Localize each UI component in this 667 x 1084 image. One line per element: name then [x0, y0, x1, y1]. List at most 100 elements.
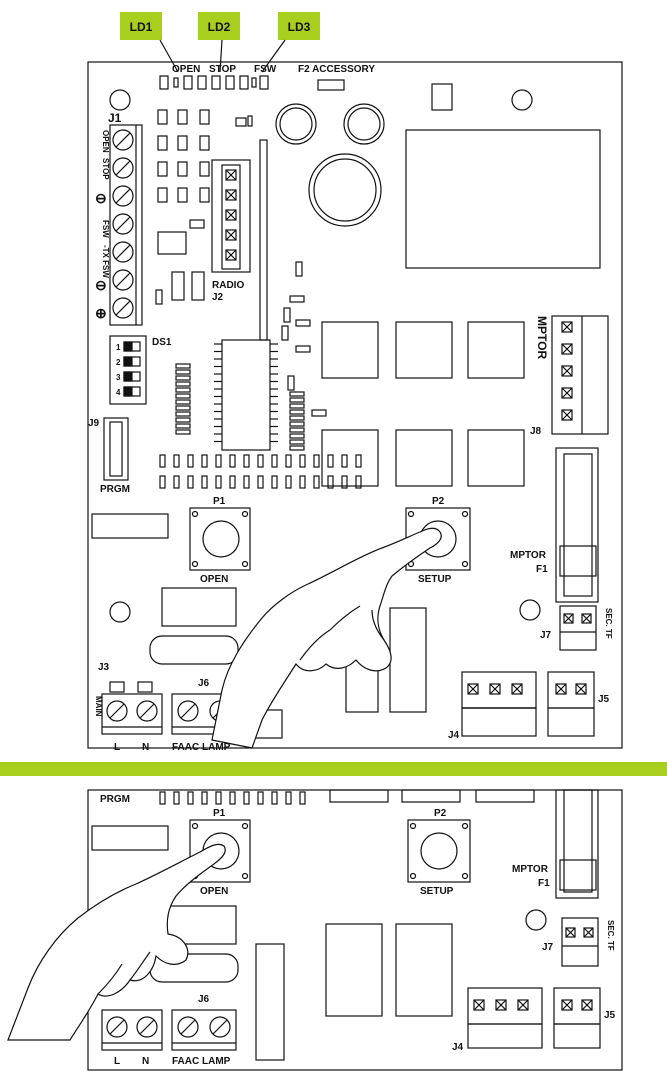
transformer	[405, 129, 601, 269]
screw-terminal	[177, 700, 199, 722]
component-box	[255, 943, 285, 1061]
ld2-label: LD2	[208, 20, 231, 34]
mount-hole	[511, 89, 533, 111]
j7-sec-tf-label-bottom: SEC. TF	[606, 920, 615, 951]
j1-pin-tx-fsw: -TX FSW	[101, 245, 110, 278]
terminal-x	[555, 683, 567, 695]
j3-pin-l: L	[114, 742, 120, 753]
j9-label: J9	[88, 418, 100, 429]
screw-terminal	[112, 129, 134, 151]
hand-pressing-p2	[211, 527, 442, 749]
terminal-x	[495, 999, 507, 1011]
j8-label: J8	[530, 426, 542, 437]
terminal-x	[225, 209, 237, 221]
resistor-arrays	[175, 363, 305, 451]
label-stop-top: STOP	[209, 64, 236, 75]
relays	[321, 321, 525, 487]
terminal-x	[563, 613, 574, 624]
led-tag-ld2: LD2	[198, 12, 240, 73]
j8-mptor-label: MPTOR	[535, 316, 549, 359]
led-tag-ld3: LD3	[261, 12, 320, 73]
terminal-x	[511, 683, 523, 695]
fuse-mptor-label: MPTOR	[510, 550, 547, 561]
j6-faac-lamp-label: FAAC LAMP	[172, 742, 231, 753]
terminal-x	[225, 229, 237, 241]
j3-terminal-block	[101, 681, 163, 735]
small-components	[155, 109, 253, 305]
j9-header	[103, 417, 129, 481]
j6-terminal-block-bottom	[171, 1009, 237, 1051]
led-tag-ld1: LD1	[120, 12, 179, 73]
j3-pin-n: N	[142, 742, 149, 753]
j7-sec-tf-label: SEC. TF	[604, 608, 613, 639]
led-row	[159, 75, 345, 91]
component-box	[161, 587, 237, 627]
p1-open-button[interactable]	[189, 507, 251, 571]
j1-pin-plus: ⊕	[95, 305, 107, 321]
terminal-x	[561, 321, 573, 333]
terminal-x	[561, 999, 573, 1011]
terminal-x	[225, 249, 237, 261]
j7-connector	[559, 605, 597, 651]
screw-terminal	[136, 700, 158, 722]
component-box	[325, 923, 383, 1017]
p2-setup-button-bottom[interactable]	[407, 819, 471, 883]
fuse-holder-bottom	[555, 789, 599, 899]
component-row	[159, 454, 362, 489]
terminal-x	[517, 999, 529, 1011]
j6-label: J6	[198, 678, 210, 689]
radio-connector	[211, 159, 251, 273]
capacitor-small	[275, 103, 317, 145]
capacitor-small	[343, 103, 385, 145]
j3-label: J3	[98, 662, 110, 673]
terminal-x	[225, 189, 237, 201]
j1-pin-open: OPEN	[101, 130, 110, 153]
component-row-bottom	[159, 791, 306, 805]
mount-hole	[519, 599, 541, 621]
ld3-label: LD3	[288, 20, 311, 34]
screw-terminal	[136, 1016, 158, 1038]
label-f2-accessory: F2 ACCESSORY	[298, 64, 375, 75]
j9-prgm-label-bottom: PRGM	[100, 794, 130, 805]
terminal-x	[489, 683, 501, 695]
terminal-x	[561, 387, 573, 399]
j5-terminal-block	[547, 671, 595, 737]
j1-pin-labels: OPEN STOP ⊖ FSW -TX FSW ⊖ ⊕	[95, 130, 110, 321]
screw-terminal	[112, 213, 134, 235]
terminal-x	[225, 169, 237, 181]
ds1-label: DS1	[152, 337, 172, 348]
j5-label-bottom: J5	[604, 1010, 616, 1021]
j1-pin-gnd2: ⊖	[95, 277, 107, 293]
hand-pressing-p1	[7, 843, 226, 1041]
ds1-switch-number: 1	[116, 343, 121, 352]
j2-label: J2	[212, 292, 224, 303]
component-box	[389, 607, 427, 713]
fuse-holder	[555, 447, 599, 603]
p2-setup-label: SETUP	[418, 574, 452, 585]
j7-connector-bottom	[561, 917, 599, 967]
j4-label-bottom: J4	[452, 1042, 464, 1053]
screw-terminal	[106, 1016, 128, 1038]
component-box	[91, 513, 169, 539]
board-outline-top	[87, 61, 623, 749]
ld1-label: LD1	[130, 20, 153, 34]
j4-terminal-block	[461, 671, 537, 737]
j1-terminal-block	[109, 124, 143, 326]
j1-pin-stop: STOP	[101, 158, 110, 180]
label-open-top: OPEN	[172, 64, 200, 75]
mount-hole	[109, 89, 131, 111]
p1-open-button-bottom[interactable]	[189, 819, 251, 883]
ds1-switch-number: 2	[116, 358, 121, 367]
screw-terminal	[177, 1016, 199, 1038]
radio-label: RADIO	[212, 280, 244, 291]
j6-faac-lamp-label-bottom: FAAC LAMP	[172, 1056, 231, 1067]
component-box	[91, 825, 169, 851]
screw-terminal	[112, 269, 134, 291]
fuse-mptor-label-bottom: MPTOR	[512, 864, 549, 875]
p2-setup-label-bottom: SETUP	[420, 886, 454, 897]
component-box	[329, 789, 389, 803]
ds1-switch-number: 3	[116, 373, 121, 382]
screw-terminal	[112, 185, 134, 207]
j4-terminal-block-bottom	[467, 987, 543, 1049]
